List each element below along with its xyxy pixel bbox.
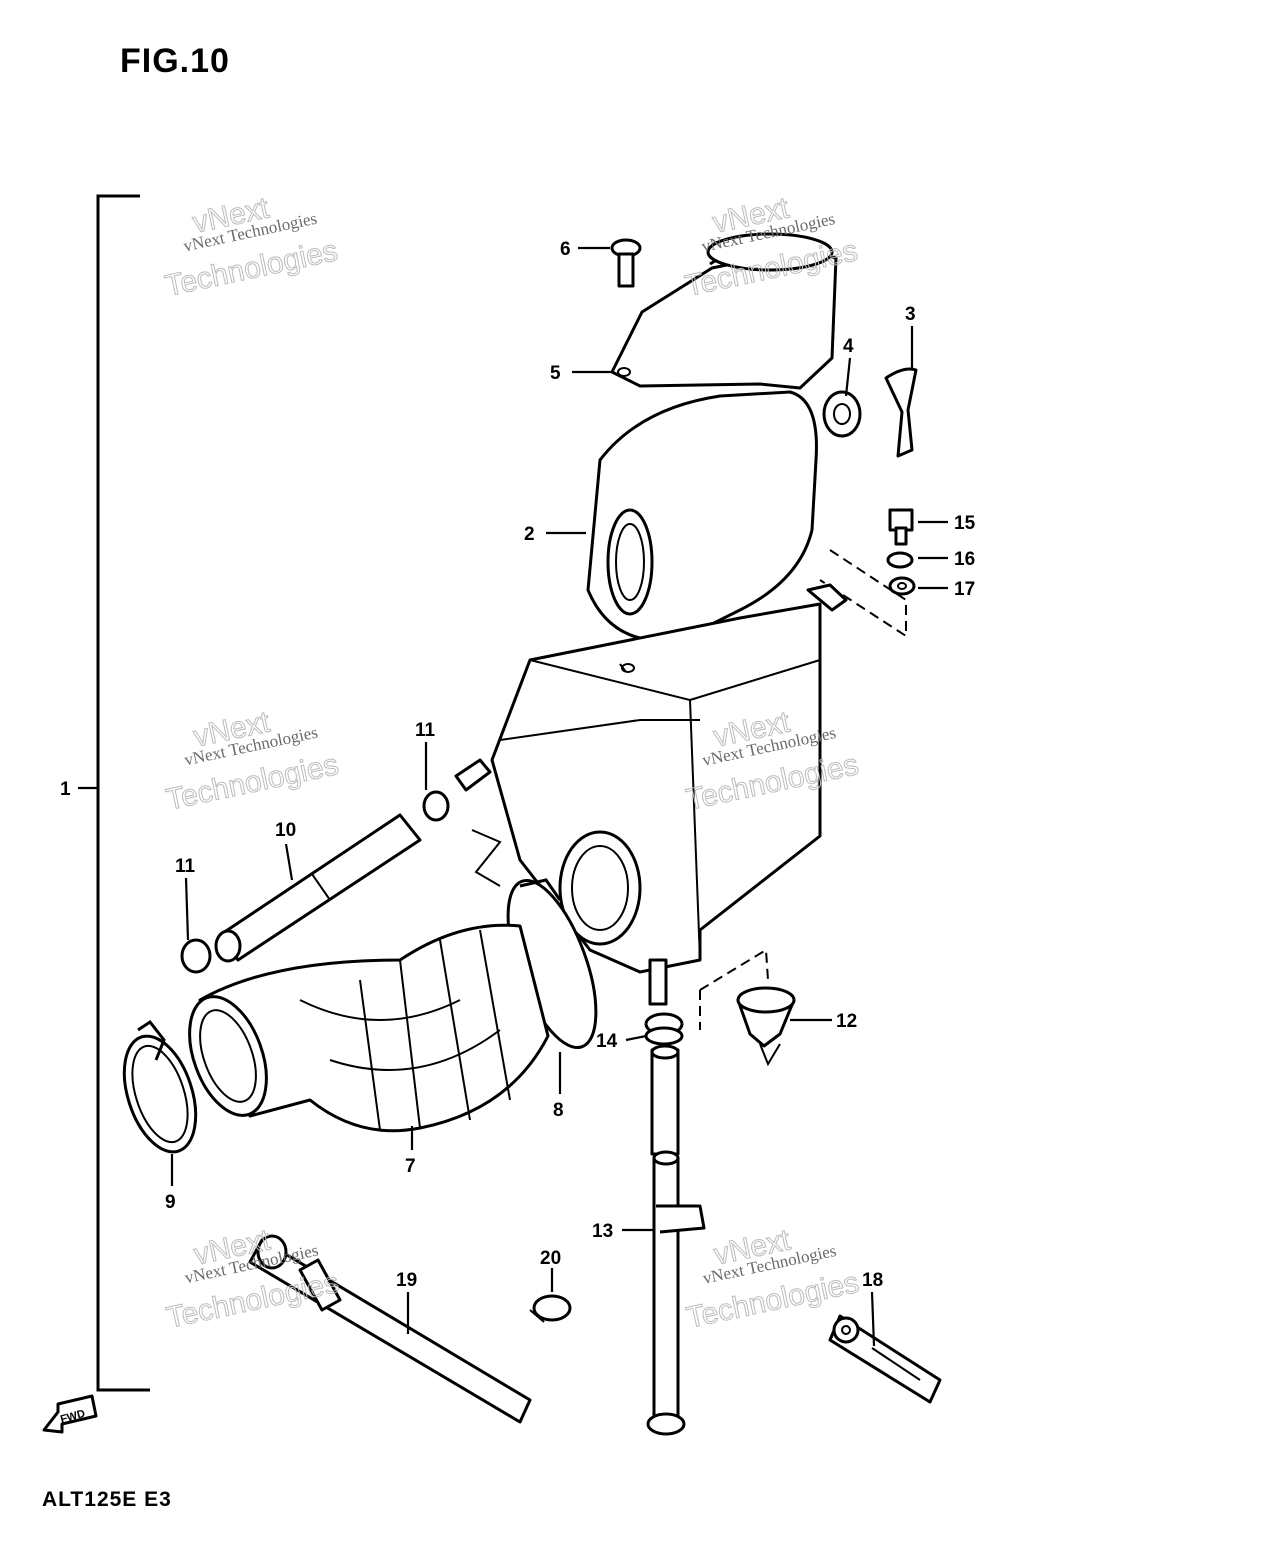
part-14-clamp [644,1012,684,1046]
part-3-clip [884,367,918,458]
callout-15: 15 [954,513,976,534]
watermark-top-left: vNext Technologies vNext Technologies [162,191,341,303]
callout-6: 6 [560,239,571,260]
air-cleaner-case [471,583,848,1030]
assembly-bracket [96,194,150,1392]
fwd-arrow: FWD [42,1394,98,1434]
part-19-band [248,1234,532,1424]
watermark-bottom-left: vNext Technologies vNext Technologies [163,1223,342,1335]
watermark-mid-left: vNext Technologies vNext Technologies [163,705,342,817]
part-12-drain [736,986,796,1067]
callout-numbers: 1 2 3 4 5 6 7 8 9 10 11 11 12 13 14 15 1… [60,239,976,1291]
part-2-filter [586,390,818,643]
callout-9: 9 [165,1192,176,1213]
callout-8: 8 [553,1100,564,1121]
callout-5: 5 [550,363,561,384]
callout-14: 14 [596,1031,618,1052]
case-hose-stub [454,758,492,792]
callout-4: 4 [843,336,854,357]
part-10-hose [214,813,422,963]
callout-11-lower: 11 [175,856,196,877]
callout-20: 20 [540,1248,561,1269]
part-7-boot [188,923,550,1133]
callout-13: 13 [592,1221,613,1242]
callout-7: 7 [405,1156,416,1177]
callout-12: 12 [836,1011,857,1032]
figure-title: FIG.10 [120,42,230,80]
part-5-cover [610,232,838,390]
callout-10: 10 [275,820,296,841]
model-code: ALT125E E3 [42,1488,172,1511]
callout-17: 17 [954,579,975,600]
part-17-washer [888,576,916,596]
part-13-drain-hose [646,1044,706,1436]
part-15-bolt [888,508,914,546]
part-6-screw [610,238,642,288]
callout-19: 19 [396,1270,417,1291]
part-20-clip [529,1294,572,1323]
callout-16: 16 [954,549,975,570]
part-11-clamp-upper [422,790,450,822]
callout-11-upper: 11 [415,720,436,741]
mounting-dash [819,549,907,638]
callout-1: 1 [60,779,71,800]
part-4-grommet [822,390,862,438]
part-11-clamp-lower [180,938,212,974]
callout-2: 2 [524,524,535,545]
callout-18: 18 [862,1270,883,1291]
part-16-washer [886,551,914,569]
part-18-strap [828,1314,942,1404]
leader-lines [78,246,948,1347]
watermark-bottom-right: vNext Technologies vNext Technologies [683,1223,862,1335]
part-9-clamp [122,1019,198,1154]
callout-3: 3 [905,304,916,325]
